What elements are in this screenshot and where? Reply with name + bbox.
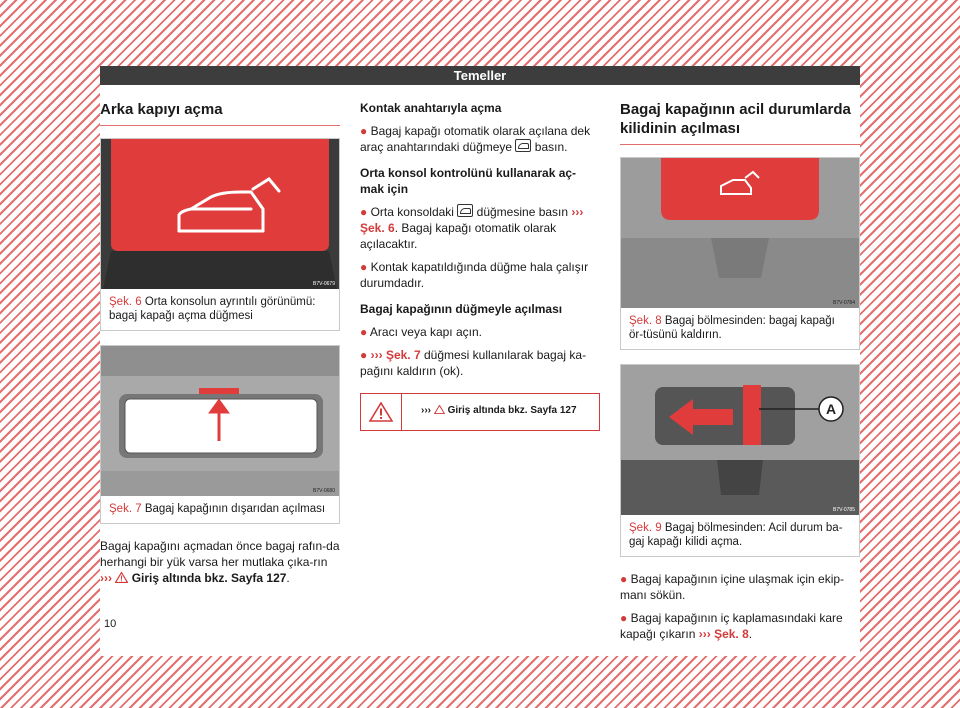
figure-6-image: B7V-0679 — [101, 139, 339, 289]
arrows-link[interactable]: ››› — [698, 627, 711, 641]
bullet-lift: ● ››› Şek. 7 düğmesi kullanılarak bagaj … — [360, 348, 587, 378]
bullet-console: ● Orta konsoldaki düğmesine basın ››› Şe… — [360, 204, 584, 251]
arrows-link[interactable]: ››› — [370, 348, 383, 362]
figure-9-caption: Şek. 9 Bagaj bölmesinden: Acil durum ba-… — [621, 515, 859, 556]
figure-6-caption: Şek. 6 Orta konsolun ayrıntılı görünümü:… — [101, 289, 339, 330]
figure-ref: Şek. 7 — [109, 503, 142, 515]
subheading-console-open: Orta konsol kontrolünü kullanarak aç-mak… — [360, 166, 577, 196]
caption-text: Bagaj kapağının dışarıdan açılması — [144, 503, 326, 515]
bullet-key: ● Bagaj kapağı otomatik olarak açılana d… — [360, 124, 591, 154]
section-heading-emergency: Bagaj kapağının acil durumlarda kilidini… — [620, 100, 860, 145]
warning-box: ››› Giriş altında bkz. Sayfa 127 — [360, 393, 600, 431]
bullet-open-car: ● Aracı veya kapı açın. — [360, 325, 482, 339]
figure-7-caption: Şek. 7 Bagaj kapağının dışarıdan açılmas… — [101, 496, 339, 523]
arrows-link[interactable]: ››› — [100, 571, 112, 585]
arrow-left-icon — [669, 399, 733, 435]
subheading-key-open: Kontak anahtarıyla açma — [360, 101, 502, 115]
figure-9: A B7V-0785 Şek. 9 Bagaj bölmesinden: Aci… — [620, 364, 860, 557]
trunk-button-illustration — [101, 139, 339, 289]
caption-text: Orta konsolun ayrıntılı görünümü: bagaj … — [109, 296, 316, 322]
figure-code: B7V-0785 — [833, 507, 855, 513]
figure-7-link[interactable]: Şek. 7 — [385, 348, 421, 362]
figure-code: B7V-0680 — [313, 488, 335, 494]
column-3: Bagaj kapağının acil durumlarda kilidini… — [620, 100, 860, 649]
intro-paragraph: Bagaj kapağını açmadan önce bagaj rafın-… — [100, 539, 340, 585]
column-2: Kontak anahtarıyla açma ● Bagaj kapağı o… — [360, 100, 600, 431]
trunk-open-icon — [720, 170, 760, 195]
figure-6-link[interactable]: Şek. 6 — [360, 221, 395, 235]
figure-ref: Şek. 9 — [629, 522, 662, 534]
figure-8: B7V-0784 Şek. 8 Bagaj bölmesinden: bagaj… — [620, 157, 860, 350]
warning-triangle-icon — [433, 404, 446, 415]
warning-divider — [401, 394, 402, 430]
warning-link[interactable]: Giriş altında bkz. Sayfa 127 — [447, 405, 577, 416]
caption-text: Bagaj bölmesinden: Acil durum ba-gaj kap… — [629, 522, 843, 548]
trunk-open-icon — [177, 177, 281, 233]
trunk-cover-illustration — [621, 158, 859, 308]
section-heading-rear-door: Arka kapıyı açma — [100, 100, 340, 126]
figure-6: B7V-0679 Şek. 6 Orta konsolun ayrıntılı … — [100, 138, 340, 331]
figure-ref: Şek. 8 — [629, 315, 662, 327]
emergency-lock-illustration: A — [621, 365, 859, 515]
license-plate-illustration — [101, 346, 339, 496]
figure-9-image: A B7V-0785 — [621, 365, 859, 515]
warning-triangle-icon — [114, 571, 129, 584]
figure-ref: Şek. 6 — [109, 296, 142, 308]
arrow-up-icon — [208, 398, 230, 441]
figure-8-link[interactable]: Şek. 8 — [714, 627, 749, 641]
figure-8-caption: Şek. 8 Bagaj bölmesinden: bagaj kapağı ö… — [621, 308, 859, 349]
trunk-button-icon — [457, 204, 474, 217]
trunk-button-icon — [515, 139, 532, 152]
handle-grip — [199, 388, 239, 394]
column-1: Arka kapıyı açma B7V-0679 Şek. 6 Orta ko… — [100, 100, 340, 593]
bullet-ignition: ● Kontak kapatıldığında düğme hala çalış… — [360, 260, 589, 290]
warning-triangle-icon — [369, 402, 393, 422]
page-header: Temeller — [100, 66, 860, 85]
figure-7-image: B7V-0680 — [101, 346, 339, 496]
arrows-link[interactable]: ››› — [571, 205, 584, 219]
figure-code: B7V-0784 — [833, 300, 855, 306]
bullet-remove-equipment: ● Bagaj kapağının içine ulaşmak için eki… — [620, 572, 845, 602]
page-number: 10 — [104, 618, 117, 630]
figure-8-image: B7V-0784 — [621, 158, 859, 308]
figure-code: B7V-0679 — [313, 281, 335, 287]
subheading-button-open: Bagaj kapağının düğmeyle açılması — [360, 302, 563, 316]
figure-7: B7V-0680 Şek. 7 Bagaj kapağının dışarıda… — [100, 345, 340, 524]
callout-label-a: A — [826, 401, 836, 417]
warning-text: ››› Giriş altında bkz. Sayfa 127 — [421, 404, 577, 416]
warning-link[interactable]: Giriş altında bkz. Sayfa 127 — [131, 571, 287, 585]
caption-text: Bagaj bölmesinden: bagaj kapağı ör-tüsün… — [629, 315, 835, 341]
bullet-remove-cover: ● Bagaj kapağının iç kaplamasındaki kare… — [620, 611, 843, 641]
